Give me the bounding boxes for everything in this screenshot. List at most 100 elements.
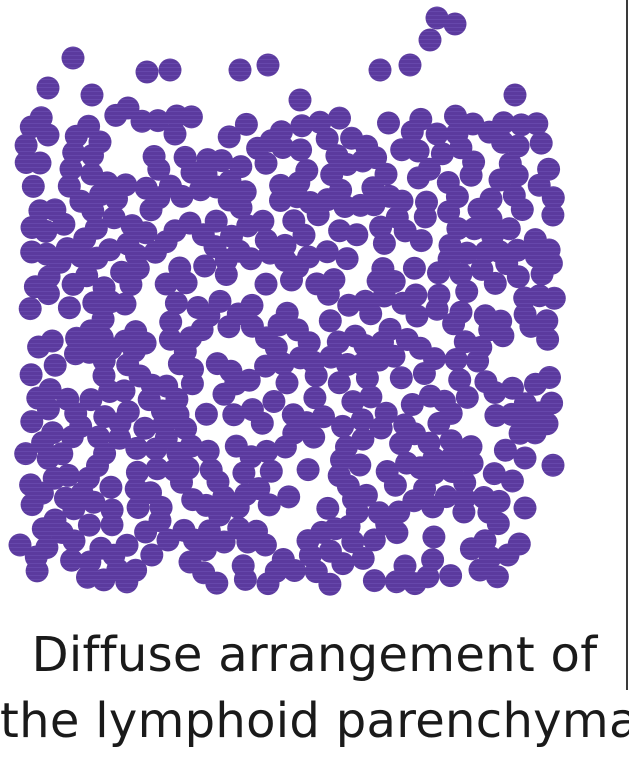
lymphocyte-cell <box>282 209 306 233</box>
lymphocyte-cell <box>327 371 351 395</box>
lymphocyte-cell <box>296 458 320 482</box>
lymphocyte-cell <box>525 112 549 136</box>
lymphocyte-cell <box>154 230 178 254</box>
lymphocyte-cell <box>316 188 339 212</box>
lymphocyte-cell <box>348 453 372 477</box>
lymphocyte-cell <box>134 221 158 245</box>
lymphocyte-cell <box>81 143 104 167</box>
lymphocyte-cell <box>289 138 313 162</box>
lymphocyte-cell <box>36 397 60 421</box>
lymphocyte-cell <box>340 126 364 150</box>
lymphocyte-cell <box>137 388 161 412</box>
lymphocyte-cell <box>425 6 449 30</box>
lymphocyte-cell <box>257 493 281 517</box>
lymphocyte-cell <box>176 456 200 480</box>
lymphocyte-cell <box>439 564 463 588</box>
lymphocyte-cell <box>402 256 426 280</box>
lymphocyte-cell <box>259 459 283 483</box>
lymphocyte-cell <box>489 309 513 333</box>
lymphocyte-cell <box>418 28 442 52</box>
lymphocyte-cell <box>98 238 122 262</box>
lymphocyte-cell <box>124 477 148 501</box>
lymphocyte-cell <box>104 103 128 127</box>
lymphocyte-cell <box>333 195 357 218</box>
lymphocyte-cell <box>375 460 399 483</box>
lymphocyte-cell <box>537 238 561 262</box>
lymphocyte-cell <box>331 414 355 438</box>
lymphocyte-cell <box>535 412 559 436</box>
lymphocyte-cell <box>165 104 189 128</box>
lymphocyte-cell <box>516 408 540 432</box>
lymphocyte-cell <box>355 366 379 390</box>
lymphocyte-cell <box>513 496 537 520</box>
lymphocyte-cell <box>234 112 258 136</box>
lymphocyte-cell <box>154 272 178 296</box>
lymphocyte-cell <box>362 528 386 552</box>
lymphocyte-cells <box>8 6 566 596</box>
lymphocyte-cell <box>133 331 157 355</box>
lymphocyte-cell <box>273 435 297 459</box>
lymphocyte-cell <box>193 254 217 278</box>
lymphocyte-cell <box>79 319 103 343</box>
lymphocyte-cell <box>251 209 275 233</box>
lymphocyte-cell <box>382 344 406 368</box>
lymphocyte-cell <box>163 122 187 146</box>
lymphocyte-cell <box>125 436 149 460</box>
lymphocyte-cell <box>436 171 460 194</box>
lymphocyte-cell <box>295 411 318 435</box>
lymphocyte-cell <box>440 460 464 483</box>
lymphocyte-cell <box>368 58 392 82</box>
lymphocyte-cell <box>217 315 241 339</box>
lymphocyte-cell <box>79 388 103 412</box>
lymphocyte-cell <box>404 283 428 307</box>
lymphocyte-cell <box>100 513 124 537</box>
lymphocyte-cell <box>34 219 58 243</box>
lymphocyte-cell <box>119 273 143 296</box>
lymphocyte-cell <box>174 271 198 295</box>
lymphocyte-cell <box>337 514 361 538</box>
lymphocyte-cell <box>303 386 327 410</box>
lymphocyte-cell <box>328 219 352 243</box>
lymphocyte-cell <box>466 349 490 373</box>
lymphocyte-cell <box>56 463 80 487</box>
lymphocyte-cell <box>449 300 473 324</box>
lymphocyte-cell <box>126 496 150 519</box>
lymphocyte-cell <box>315 240 339 264</box>
lymphocyte-cell <box>369 215 393 239</box>
lymphocyte-cell <box>452 500 476 524</box>
lymphocyte-cell <box>76 565 99 589</box>
lymphocyte-cell <box>315 127 339 151</box>
lymphocyte-cell <box>444 348 468 371</box>
lymphocyte-cell <box>115 570 139 594</box>
lymphocyte-cell <box>524 372 547 396</box>
lymphocyte-cell <box>14 442 38 466</box>
right-border-line <box>626 0 628 690</box>
lymphocyte-cell <box>393 554 417 578</box>
lymphocyte-cell <box>507 532 531 556</box>
lymphocyte-cell <box>403 572 427 596</box>
lymphocyte-cell <box>240 398 264 422</box>
lymphocyte-cell <box>240 293 264 317</box>
lymphocyte-cell <box>228 58 252 82</box>
lymphocyte-cell <box>406 139 430 163</box>
lymphocyte-cell <box>180 160 204 184</box>
lymphocyte-cell <box>166 403 190 427</box>
lymphocyte-cell <box>430 142 454 166</box>
lymphocyte-cell <box>417 157 441 181</box>
lymphocyte-cell <box>421 548 445 572</box>
lymphocyte-cell <box>343 324 367 348</box>
lymphocyte-cell <box>271 548 295 571</box>
lymphocyte-cell <box>170 184 194 208</box>
lymphocyte-cell <box>134 520 158 544</box>
lymphocyte-cell <box>467 197 491 221</box>
lymphocyte-cell <box>448 368 472 392</box>
lymphocyte-cell <box>57 296 81 320</box>
lymphocyte-cell <box>125 460 149 484</box>
caption-line-1: Diffuse arrangement of <box>31 627 598 683</box>
lymphocyte-cell <box>18 297 42 321</box>
lymphocyte-cell <box>403 422 426 446</box>
lymphocyte-cell <box>92 364 116 388</box>
lymphocyte-cell <box>449 136 473 160</box>
lymphocyte-cell <box>60 548 84 572</box>
lymphocyte-cell <box>351 546 375 570</box>
